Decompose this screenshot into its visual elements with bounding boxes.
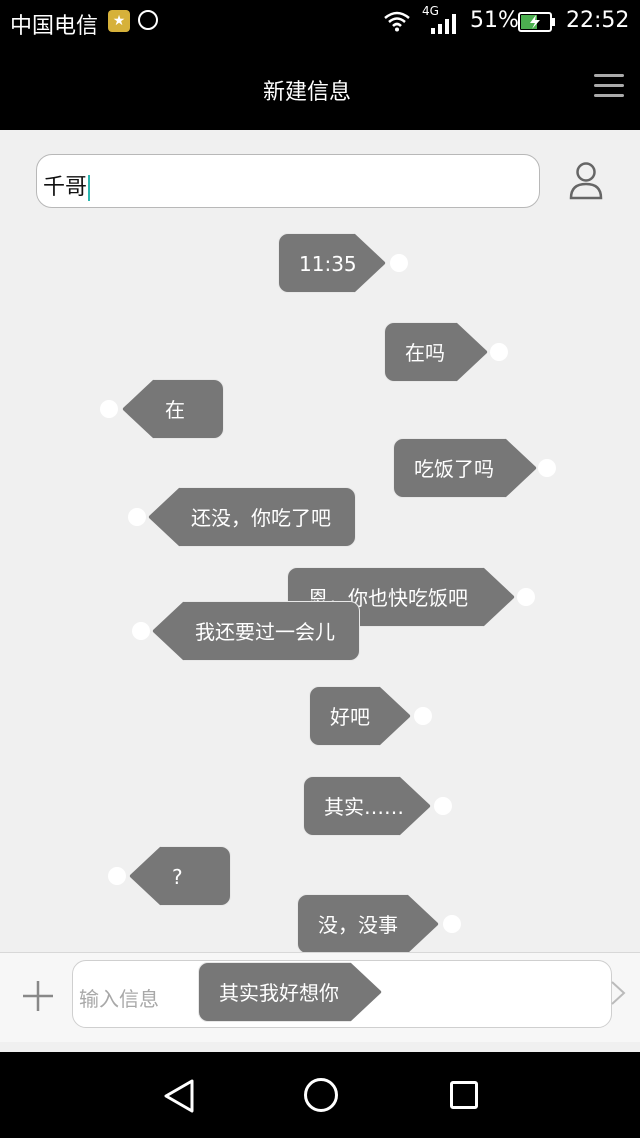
hd-badge-icon: ★ bbox=[108, 10, 130, 32]
carrier-name: 中国电信 bbox=[10, 14, 99, 39]
send-chevron-icon[interactable] bbox=[610, 980, 626, 1006]
message-bubble[interactable]: 我还要过一会儿 bbox=[152, 601, 360, 661]
message-bubble[interactable]: 其实我好想你 bbox=[198, 962, 382, 1022]
battery-charging-icon bbox=[518, 12, 555, 32]
status-bar: 中国电信 ★ 4G 51% 22:52 bbox=[0, 0, 640, 44]
recent-apps-icon[interactable] bbox=[450, 1081, 478, 1109]
wifi-icon bbox=[384, 11, 410, 32]
delivery-dot bbox=[517, 588, 535, 606]
message-bubble[interactable]: 11:35 bbox=[278, 233, 386, 293]
home-icon[interactable] bbox=[304, 1078, 338, 1112]
delivery-dot bbox=[128, 508, 146, 526]
delivery-dot bbox=[390, 254, 408, 272]
delivery-dot bbox=[434, 797, 452, 815]
battery-percent: 51% bbox=[470, 8, 519, 33]
delivery-dot bbox=[538, 459, 556, 477]
delivery-dot bbox=[100, 400, 118, 418]
message-input-placeholder: 输入信息 bbox=[79, 987, 159, 1011]
recipient-value: 千哥 bbox=[43, 169, 91, 201]
delivery-dot bbox=[414, 707, 432, 725]
delivery-dot bbox=[490, 343, 508, 361]
signal-icon bbox=[431, 14, 456, 34]
nfc-icon bbox=[138, 10, 158, 30]
contact-icon[interactable] bbox=[566, 160, 606, 202]
recipient-input[interactable]: 千哥 bbox=[36, 154, 540, 208]
message-bubble[interactable]: 其实…… bbox=[303, 776, 431, 836]
message-bubble[interactable]: 还没，你吃了吧 bbox=[148, 487, 356, 547]
delivery-dot bbox=[132, 622, 150, 640]
delivery-dot bbox=[108, 867, 126, 885]
message-bubble[interactable]: 吃饭了吗 bbox=[393, 438, 537, 498]
clock: 22:52 bbox=[566, 8, 630, 33]
delivery-dot bbox=[386, 983, 404, 1001]
message-bubble[interactable]: ? bbox=[129, 846, 231, 906]
add-attachment-icon[interactable] bbox=[20, 978, 56, 1014]
message-bubble[interactable]: 好吧 bbox=[309, 686, 411, 746]
menu-icon[interactable] bbox=[594, 74, 624, 98]
delivery-dot bbox=[443, 915, 461, 933]
message-bubble[interactable]: 没，没事 bbox=[297, 894, 439, 954]
text-cursor bbox=[88, 175, 91, 201]
back-icon[interactable] bbox=[162, 1078, 196, 1114]
page-title: 新建信息 bbox=[262, 80, 351, 105]
message-bubble[interactable]: 在吗 bbox=[384, 322, 488, 382]
network-type: 4G bbox=[422, 4, 439, 18]
title-bar: 新建信息 bbox=[0, 44, 640, 130]
message-bubble[interactable]: 在 bbox=[122, 379, 224, 439]
